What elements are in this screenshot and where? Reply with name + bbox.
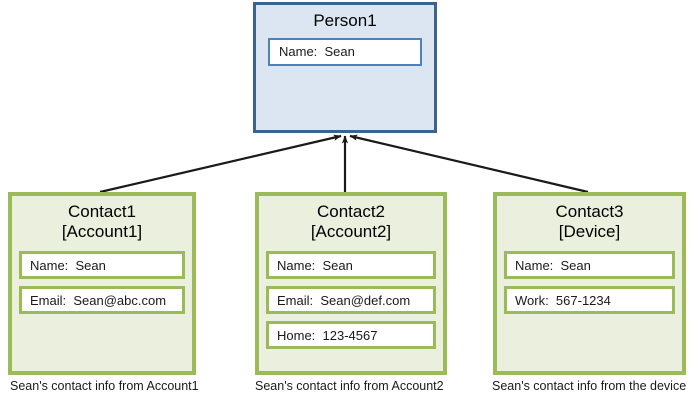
field-contact1-name[interactable]: Name: Sean bbox=[19, 251, 185, 280]
caption-contact1: Sean's contact info from Account1 bbox=[10, 379, 199, 393]
entity-box-contact1[interactable]: Contact1 [Account1] Name: Sean Email: Se… bbox=[8, 192, 196, 375]
entity-box-contact2[interactable]: Contact2 [Account2] Name: Sean Email: Se… bbox=[255, 192, 447, 375]
field-contact3-work[interactable]: Work: 567-1234 bbox=[504, 286, 675, 315]
field-person1-name[interactable]: Name: Sean bbox=[268, 37, 422, 66]
field-contact2-home[interactable]: Home: 123-4567 bbox=[266, 321, 436, 350]
field-list-contact2: Name: Sean Email: Sean@def.com Home: 123… bbox=[266, 251, 436, 350]
field-list-person1: Name: Sean bbox=[264, 37, 426, 66]
field-list-contact3: Name: Sean Work: 567-1234 bbox=[504, 251, 675, 315]
entity-title-contact3: Contact3 [Device] bbox=[555, 202, 624, 241]
field-contact2-name[interactable]: Name: Sean bbox=[266, 251, 436, 280]
entity-title-contact1: Contact1 [Account1] bbox=[61, 202, 143, 241]
arrow-contact1-to-person bbox=[99, 134, 342, 194]
field-list-contact1: Name: Sean Email: Sean@abc.com bbox=[19, 251, 185, 315]
caption-contact3: Sean's contact info from the device bbox=[492, 379, 687, 393]
field-contact1-email[interactable]: Email: Sean@abc.com bbox=[19, 286, 185, 315]
entity-box-person1[interactable]: Person1 Name: Sean bbox=[253, 2, 437, 133]
entity-box-contact3[interactable]: Contact3 [Device] Name: Sean Work: 567-1… bbox=[493, 192, 686, 375]
arrow-contact3-to-person bbox=[349, 134, 589, 194]
entity-title-contact2: Contact2 [Account2] bbox=[310, 202, 392, 241]
field-contact3-name[interactable]: Name: Sean bbox=[504, 251, 675, 280]
caption-contact2: Sean's contact info from Account2 bbox=[255, 379, 444, 393]
field-contact2-email[interactable]: Email: Sean@def.com bbox=[266, 286, 436, 315]
entity-title-person1: Person1 bbox=[313, 11, 377, 30]
